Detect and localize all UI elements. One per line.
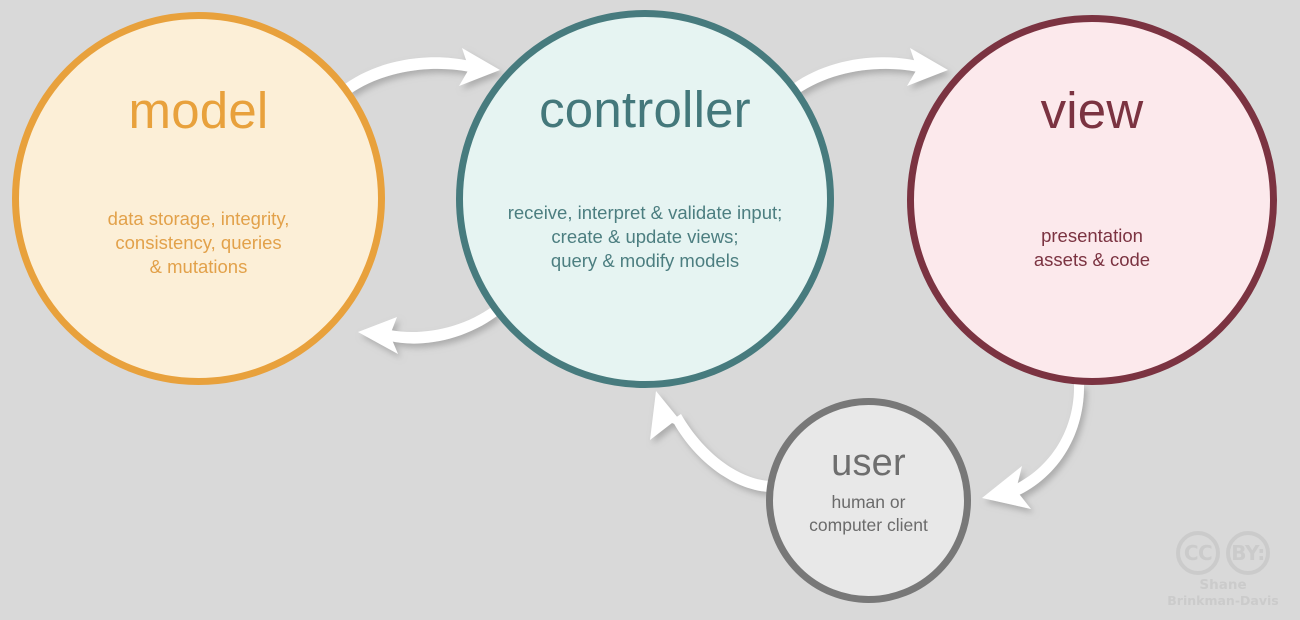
arrow-view-to-user bbox=[982, 384, 1085, 509]
arrow-controller-to-model bbox=[358, 306, 497, 354]
node-view-title: view bbox=[1040, 82, 1144, 139]
arrow-user-to-controller bbox=[650, 391, 770, 492]
node-controller-desc-line: query & modify models bbox=[550, 250, 740, 272]
node-model-description: data storage, integrity, consistency, qu… bbox=[108, 207, 290, 279]
node-view[interactable]: view presentation assets & code bbox=[907, 15, 1277, 385]
node-user-description: human or computer client bbox=[809, 491, 928, 537]
author-credit-last-name: Brinkman-Davis bbox=[1167, 592, 1279, 608]
node-view-desc-line: assets & code bbox=[1033, 249, 1151, 271]
node-user-desc-line: human or bbox=[831, 492, 906, 512]
arrow-model-to-controller bbox=[345, 48, 500, 94]
arrow-controller-to-view bbox=[793, 48, 948, 94]
node-controller-desc-line: create & update views; bbox=[551, 226, 739, 248]
node-user-title: user bbox=[831, 442, 906, 484]
cc-badge-group: CC BY: bbox=[1164, 531, 1282, 576]
node-model-desc-line: consistency, queries bbox=[115, 232, 282, 254]
node-view-description: presentation assets & code bbox=[1034, 224, 1150, 272]
node-controller-desc-line: receive, interpret & validate input; bbox=[507, 202, 783, 223]
author-credit: Shane Brinkman-Davis bbox=[1164, 578, 1282, 608]
author-credit-first-name: Shane bbox=[1199, 577, 1247, 594]
node-user[interactable]: user human or computer client bbox=[766, 398, 971, 603]
cc-by-attribution-icon: BY: bbox=[1226, 531, 1270, 576]
node-model-desc-line: data storage, integrity, bbox=[107, 208, 290, 229]
node-view-desc-line: presentation bbox=[1041, 225, 1143, 246]
node-user-desc-line: computer client bbox=[809, 514, 928, 535]
node-controller-description: receive, interpret & validate input; cre… bbox=[508, 201, 783, 273]
node-model-title: model bbox=[128, 82, 269, 139]
creative-commons-watermark: CC BY: Shane Brinkman-Davis bbox=[1164, 531, 1282, 608]
node-controller[interactable]: controller receive, interpret & validate… bbox=[456, 10, 834, 388]
node-model-desc-line: & mutations bbox=[149, 256, 248, 278]
node-controller-title: controller bbox=[539, 81, 751, 138]
creative-commons-icon: CC bbox=[1176, 531, 1220, 576]
node-model[interactable]: model data storage, integrity, consisten… bbox=[12, 12, 385, 385]
